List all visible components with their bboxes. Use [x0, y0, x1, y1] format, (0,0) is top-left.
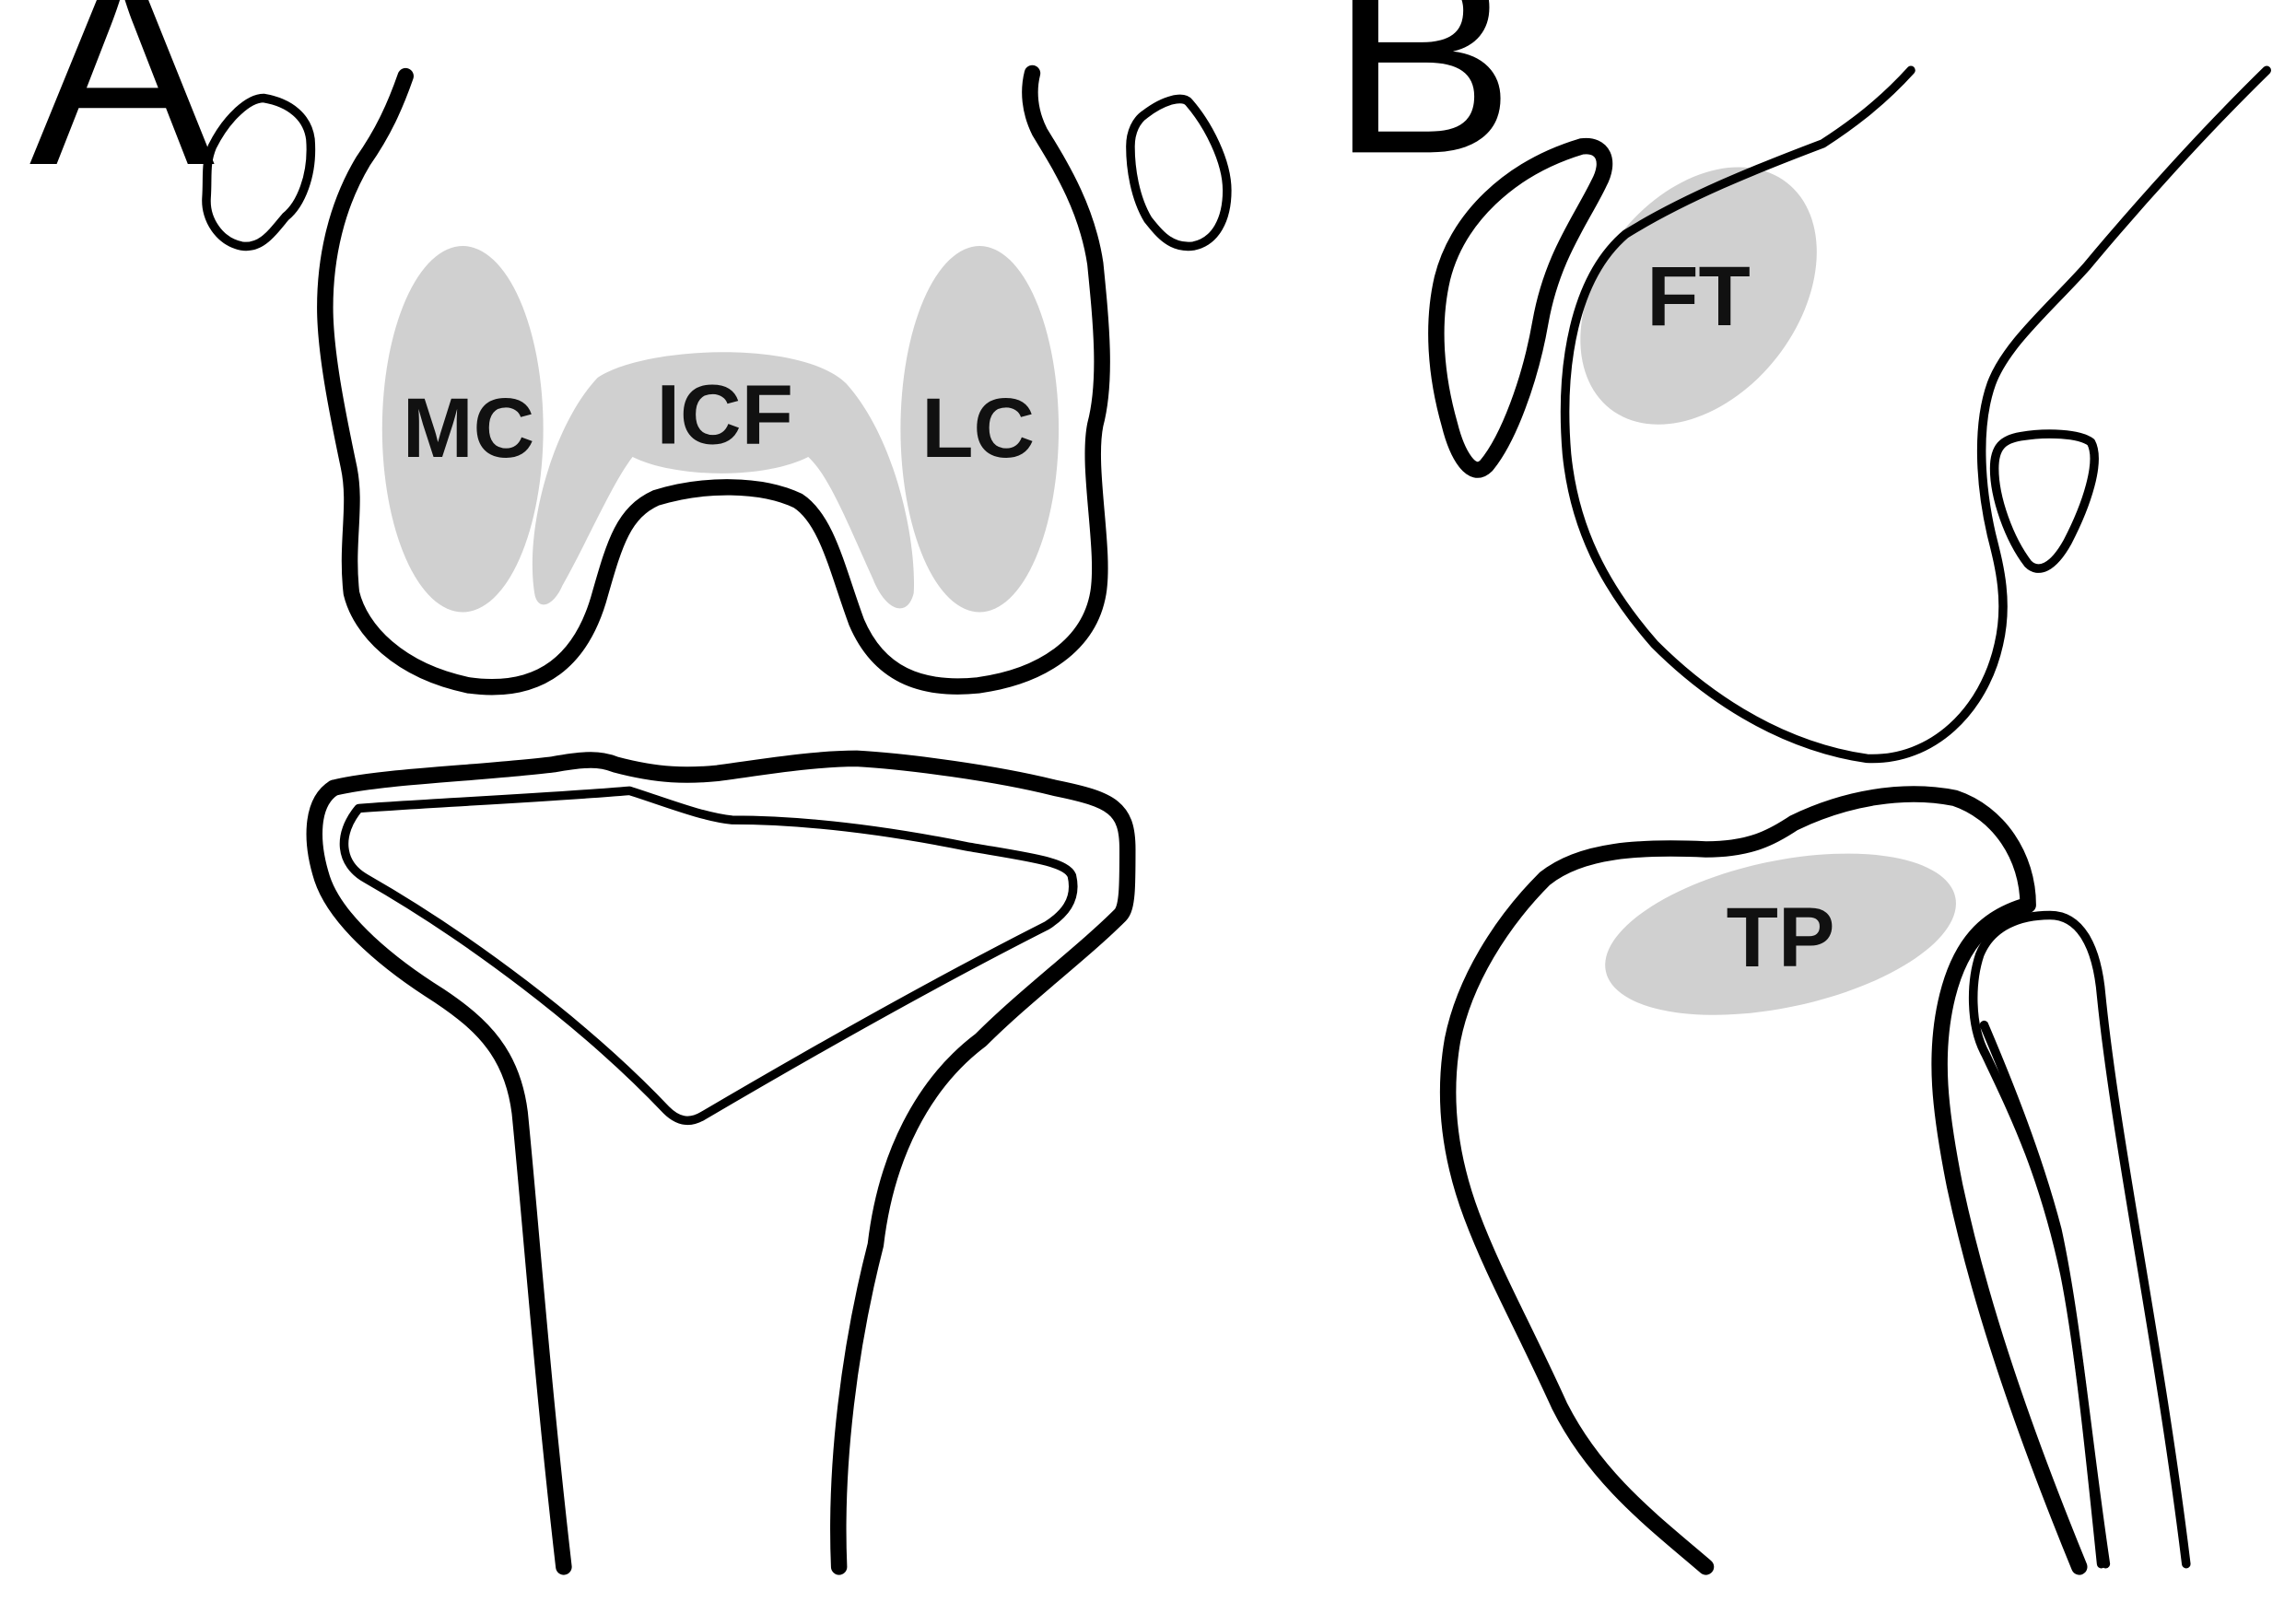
label-ft: FT: [1646, 249, 1751, 344]
patella-side: [1428, 137, 1613, 478]
label-icf: ICF: [656, 368, 792, 462]
region-medial-condyle: [381, 246, 544, 613]
region-intercondylar-fossa: [532, 352, 915, 609]
panel-b: B FT TP: [1330, 0, 2271, 1575]
panel-b-letter: B: [1330, 0, 1515, 211]
tibial-plateau-inner: [339, 786, 1078, 1126]
panel-a-regions: [381, 246, 1060, 613]
label-lc: LC: [921, 380, 1035, 475]
region-femoral-trochlea: [1580, 167, 1817, 425]
fibula-inner-line: [1979, 1020, 2111, 1569]
tibial-plateau-outer: [325, 750, 1136, 1575]
tibia-side-outline: [1439, 786, 2088, 1575]
label-mc: MC: [403, 380, 534, 475]
region-tibial-plateau: [1605, 853, 1956, 1015]
tibial-shaft-left: [306, 779, 572, 1575]
fibula-side: [1968, 910, 2191, 1569]
panel-b-regions: [1580, 167, 1956, 1015]
panel-a-letter: A: [29, 0, 217, 223]
patella-left-front: [202, 93, 316, 251]
label-tp: TP: [1727, 890, 1835, 985]
femur-outline-front: [317, 64, 1110, 696]
fabella-side: [1989, 429, 2099, 573]
femur-side-outline: [1560, 65, 2271, 764]
region-lateral-condyle: [900, 246, 1060, 613]
panel-a: A MC ICF LC: [29, 0, 1232, 1575]
patella-right-front: [1126, 94, 1232, 251]
